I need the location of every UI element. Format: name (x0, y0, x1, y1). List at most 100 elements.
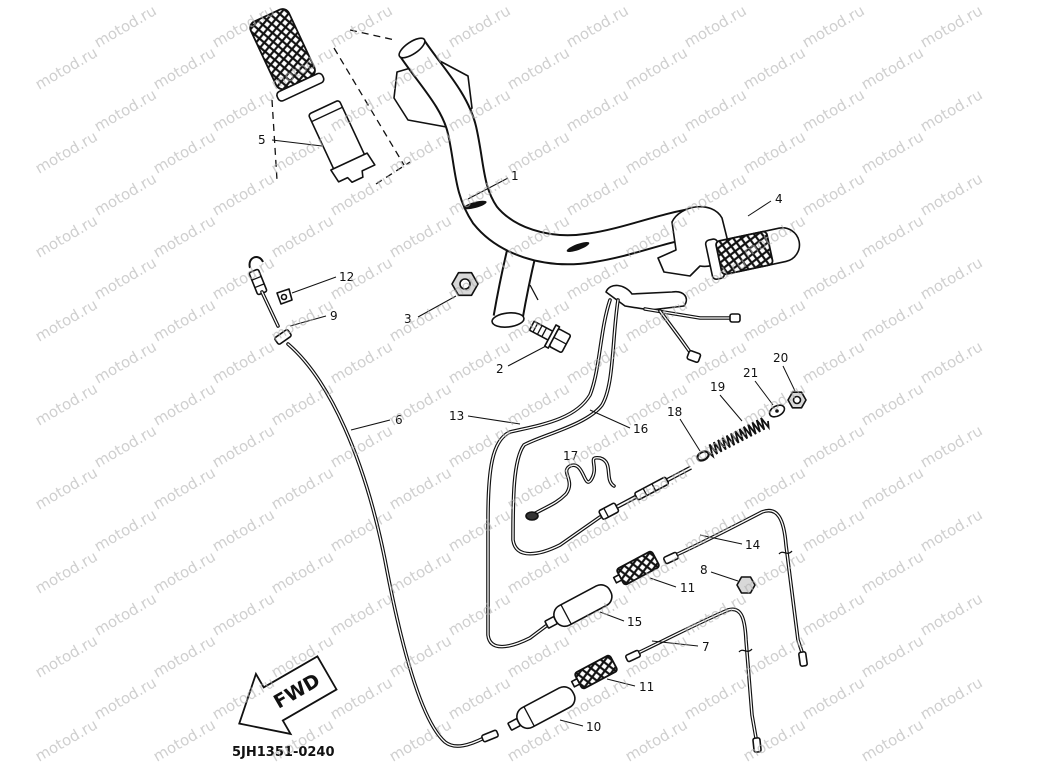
watermark-text: motod.ru (209, 589, 278, 639)
handlebar-stem-inner (494, 246, 536, 321)
watermark-text: motod.ru (504, 43, 573, 93)
watermark-text: motod.ru (563, 1, 632, 51)
watermark-text: motod.ru (858, 631, 927, 681)
leader-line (606, 678, 636, 687)
watermark-text: motod.ru (150, 631, 219, 681)
callout-13: 13 (449, 409, 464, 423)
watermark-text: motod.ru (150, 43, 219, 93)
throttle-cable (248, 256, 499, 748)
watermark-text: motod.ru (858, 547, 927, 597)
handlebar (393, 37, 731, 328)
watermark-text: motod.ru (386, 463, 455, 513)
watermark-text: motod.ru (917, 589, 986, 639)
watermark-text: motod.ru (917, 337, 986, 387)
watermark-text: motod.ru (268, 211, 337, 261)
leader-line (350, 419, 391, 431)
left-grip (249, 8, 325, 102)
handlebar-slot (463, 200, 487, 210)
watermark-text: motod.ru (799, 505, 868, 555)
watermark-text: motod.ru (799, 673, 868, 723)
watermark-text: motod.ru (799, 337, 868, 387)
leader-line (507, 345, 547, 367)
leader-line (719, 394, 743, 422)
watermark-text: motod.ru (858, 715, 927, 765)
watermark-text: motod.ru (150, 715, 219, 765)
stem-rib (529, 284, 539, 301)
cable-end-terminal (481, 729, 499, 743)
watermark-text: motod.ru (504, 547, 573, 597)
watermark-text: motod.ru (917, 169, 986, 219)
callout-4: 4 (775, 192, 783, 206)
callout-12: 12 (339, 270, 354, 284)
watermark-text: motod.ru (563, 85, 632, 135)
handlebar-left-end (398, 37, 426, 59)
watermark-text: motod.ru (445, 589, 514, 639)
watermark-text: motod.ru (209, 505, 278, 555)
washer (768, 404, 786, 418)
watermark-text: motod.ru (858, 463, 927, 513)
watermark-text: motod.ru (150, 211, 219, 261)
watermark-text: motod.ru (504, 631, 573, 681)
spring-ring (696, 450, 710, 462)
wire-harness (525, 455, 616, 521)
cable-adjuster (248, 268, 268, 296)
watermark-text: motod.ru (209, 85, 278, 135)
watermark-text: motod.ru (91, 505, 160, 555)
phantom-line (375, 161, 411, 185)
leader-line (289, 315, 327, 327)
callout-3: 3 (404, 312, 412, 326)
watermark-text: motod.ru (740, 715, 809, 765)
callout-2: 2 (496, 362, 504, 376)
cable-adjuster-15 (544, 583, 613, 629)
watermark-text: motod.ru (622, 43, 691, 93)
watermark-text: motod.ru (32, 211, 101, 261)
leader-lines (271, 139, 796, 727)
watermark-text: motod.ru (32, 379, 101, 429)
watermark-text: motod.ru (445, 673, 514, 723)
cable-hook (248, 256, 264, 269)
adjusting-nut (787, 391, 807, 409)
cable-14 (663, 508, 808, 667)
watermark-text: motod.ru (858, 43, 927, 93)
wire-terminal (729, 313, 741, 323)
callout-19: 19 (710, 380, 725, 394)
leader-line (710, 571, 739, 582)
fwd-arrow: FWD (238, 655, 338, 736)
watermark-text: motod.ru (917, 1, 986, 51)
handlebar-tube-inner (400, 40, 703, 264)
watermark-text: motod.ru (386, 547, 455, 597)
callout-10: 10 (586, 720, 601, 734)
watermark-text: motod.ru (91, 1, 160, 51)
watermark-text: motod.ru (327, 589, 396, 639)
callout-11-lower: 11 (639, 680, 654, 694)
watermark-text: motod.ru (740, 43, 809, 93)
leader-line (559, 719, 584, 727)
watermark-text: motod.ru (91, 589, 160, 639)
watermark-text: motod.ru (32, 715, 101, 765)
watermark-text: motod.ru (91, 253, 160, 303)
leader-line (291, 276, 337, 294)
watermark-text: motod.ru (681, 1, 750, 51)
watermark-text: motod.ru (858, 295, 927, 345)
watermark-text: motod.ru (917, 673, 986, 723)
callout-15: 15 (627, 615, 642, 629)
callout-7: 7 (702, 640, 710, 654)
throttle-grip-sleeve (308, 100, 376, 184)
callout-8: 8 (700, 563, 708, 577)
watermark-text: motod.ru (740, 127, 809, 177)
cable-7-end (752, 737, 762, 753)
watermark-text: motod.ru (150, 547, 219, 597)
leader-line (649, 577, 677, 588)
wire-connector (686, 349, 702, 363)
leader-line (599, 611, 625, 622)
watermark-text: motod.ru (150, 379, 219, 429)
watermark-text: motod.ru (91, 421, 160, 471)
callout-14: 14 (745, 538, 760, 552)
callout-20: 20 (773, 351, 788, 365)
cable-joint (274, 329, 292, 345)
leader-line (467, 415, 521, 425)
callout-1: 1 (511, 169, 519, 183)
watermark-text: motod.ru (209, 337, 278, 387)
cable-14-end (798, 651, 808, 667)
